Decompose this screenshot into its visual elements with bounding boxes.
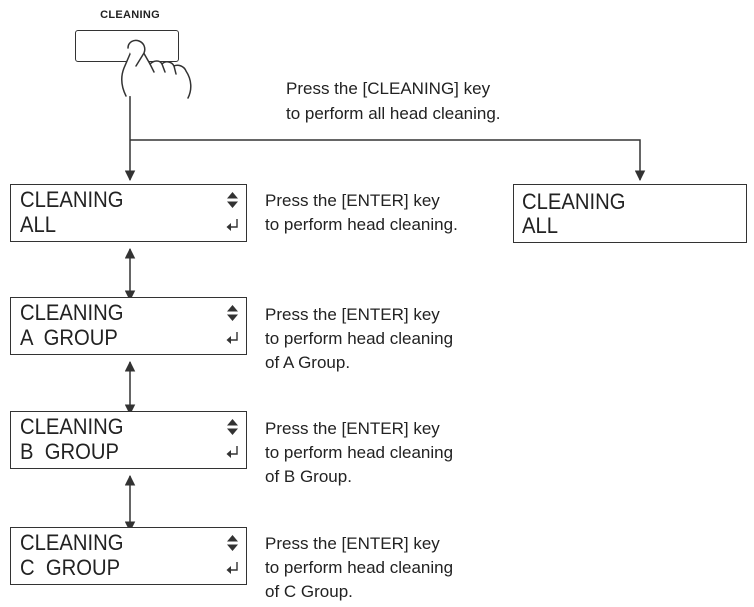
cleaning-key-label: CLEANING: [100, 9, 160, 21]
lcd-display-cleaning-b-group: CLEANING B GROUP: [10, 411, 247, 469]
enter-icon: [226, 562, 238, 574]
note-cleaning-all: Press the [ENTER] key to perform head cl…: [265, 189, 458, 237]
note-line: of B Group.: [265, 467, 352, 486]
enter-icon: [226, 332, 238, 344]
note-cleaning-a-group: Press the [ENTER] key to perform head cl…: [265, 303, 453, 375]
lcd-line-2: ALL: [20, 212, 57, 237]
note-line: Press the [ENTER] key: [265, 191, 440, 210]
note-cleaning-b-group: Press the [ENTER] key to perform head cl…: [265, 417, 453, 489]
instruction-line: to perform all head cleaning.: [286, 104, 501, 123]
lcd-line-1: CLEANING: [20, 300, 124, 325]
up-down-arrow-icon: [227, 535, 238, 551]
lcd-display-cleaning-in-progress: CLEANING ALL: [513, 184, 747, 243]
note-line: to perform head cleaning.: [265, 215, 458, 234]
note-line: to perform head cleaning: [265, 558, 454, 577]
note-line: Press the [ENTER] key: [265, 305, 440, 324]
lcd-line-1: CLEANING: [20, 187, 124, 212]
lcd-line-1: CLEANING: [20, 414, 124, 439]
lcd-display-cleaning-all: CLEANING ALL: [10, 184, 247, 242]
lcd-line-2: B GROUP: [20, 439, 119, 464]
note-line: to perform head cleaning: [265, 443, 454, 462]
pointing-hand-icon: [121, 39, 192, 99]
note-cleaning-c-group: Press the [ENTER] key to perform head cl…: [265, 532, 453, 604]
lcd-line-2: C GROUP: [20, 555, 121, 580]
lcd-display-cleaning-a-group: CLEANING A GROUP: [10, 297, 247, 355]
note-line: Press the [ENTER] key: [265, 419, 440, 438]
enter-icon: [226, 446, 238, 458]
enter-icon: [226, 219, 238, 231]
note-line: to perform head cleaning: [265, 329, 454, 348]
instruction-line: Press the [CLEANING] key: [286, 79, 491, 98]
note-line: Press the [ENTER] key: [265, 534, 440, 553]
lcd-line-1: CLEANING: [522, 189, 626, 214]
note-line: of C Group.: [265, 582, 353, 601]
up-down-arrow-icon: [227, 192, 238, 208]
up-down-arrow-icon: [227, 419, 238, 435]
note-line: of A Group.: [265, 353, 351, 372]
lcd-line-2: ALL: [522, 213, 559, 238]
lcd-display-cleaning-c-group: CLEANING C GROUP: [10, 527, 247, 585]
cleaning-key-instruction: Press the [CLEANING] key to perform all …: [286, 76, 501, 126]
lcd-line-2: A GROUP: [20, 325, 118, 350]
branch-line: [130, 139, 646, 182]
up-down-arrow-icon: [227, 305, 238, 321]
lcd-line-1: CLEANING: [20, 530, 124, 555]
